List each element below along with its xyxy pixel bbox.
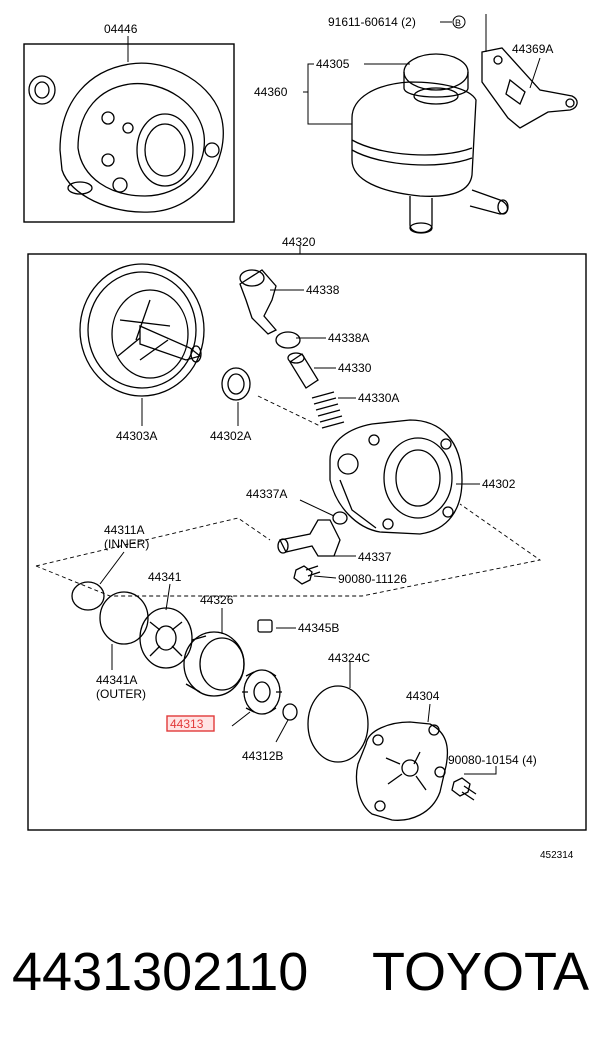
oring-inner-drawing [71,581,105,611]
label-44345b: 44345B [298,621,339,635]
label-44313: 44313 [170,717,204,731]
oring-union-drawing [275,331,301,349]
gasket-kit-frame [23,43,235,223]
union-drawing [239,269,278,335]
label-44369a: 44369A [512,42,553,56]
label-44338a: 44338A [328,331,369,345]
pump-leaders [99,289,497,775]
spring-drawing [311,391,345,429]
label-44337a: 44337A [246,487,287,501]
oring-outer-drawing [99,591,149,645]
reservoir-leaders [303,14,541,125]
label-44326: 44326 [200,593,234,607]
label-44330: 44330 [338,361,372,375]
cover-gasket-drawing [307,685,369,763]
bracket-drawing [481,47,578,129]
brand-name: TOYOTA [372,942,590,1002]
label-44330a: 44330A [358,391,399,405]
label-44341a-note: (OUTER) [96,687,146,701]
label-44305: 44305 [316,57,350,71]
label-44341a: 44341A [96,673,137,687]
pump-assembly-frame [27,253,587,831]
reservoir-group: 91611-60614 (2) B 44369A 44305 44360 [254,14,578,234]
gasket-kit-drawing [28,62,224,213]
cam-ring-drawing [183,631,245,697]
cover-bolt-drawing [451,777,477,801]
label-44320: 44320 [282,235,316,249]
mark-b: B [455,18,461,28]
oil-seal-drawing [221,367,251,401]
label-44311a: 44311A [104,523,144,537]
label-44337: 44337 [358,550,392,564]
assembly-guide-lines [35,395,542,597]
rotor-highlight-box [166,715,215,732]
label-04446: 04446 [104,22,138,36]
rotor-drawing [242,669,282,715]
rear-cover-drawing [355,721,449,821]
label-44324c: 44324C [328,651,370,665]
gasket-kit-panel: 04446 [23,22,235,223]
label-44311a-note: (INNER) [104,537,149,551]
label-44360: 44360 [254,85,288,99]
label-90080-10154: 90080-10154 (4) [448,753,537,767]
inlet-bolt-drawing [293,565,321,585]
label-44303a: 44303A [116,429,157,443]
label-44304: 44304 [406,689,440,703]
part-number: 4431302110 [12,942,309,1002]
label-44302: 44302 [482,477,516,491]
label-44302a: 44302A [210,429,251,443]
illustration-id: 452314 [540,850,574,861]
reservoir-tank-drawing [351,53,509,234]
inlet-pipe-drawing [277,519,341,557]
label-44341: 44341 [148,570,182,584]
label-90080-11126: 90080-11126 [338,572,407,586]
label-44338: 44338 [306,283,340,297]
pump-assembly-panel: 44320 [27,235,587,831]
mark-b-circle [452,15,466,29]
snap-ring-drawing [282,703,298,721]
valve-drawing [287,352,319,389]
label-44312b: 44312B [242,749,283,763]
pin-drawing [257,619,273,633]
label-91611-60614: 91611-60614 (2) [328,15,416,29]
housing-drawing [329,419,463,535]
oring-inlet-drawing [332,511,348,525]
exploded-parts-diagram: 04446 91611 [23,14,587,861]
pulley-drawing [79,263,205,397]
